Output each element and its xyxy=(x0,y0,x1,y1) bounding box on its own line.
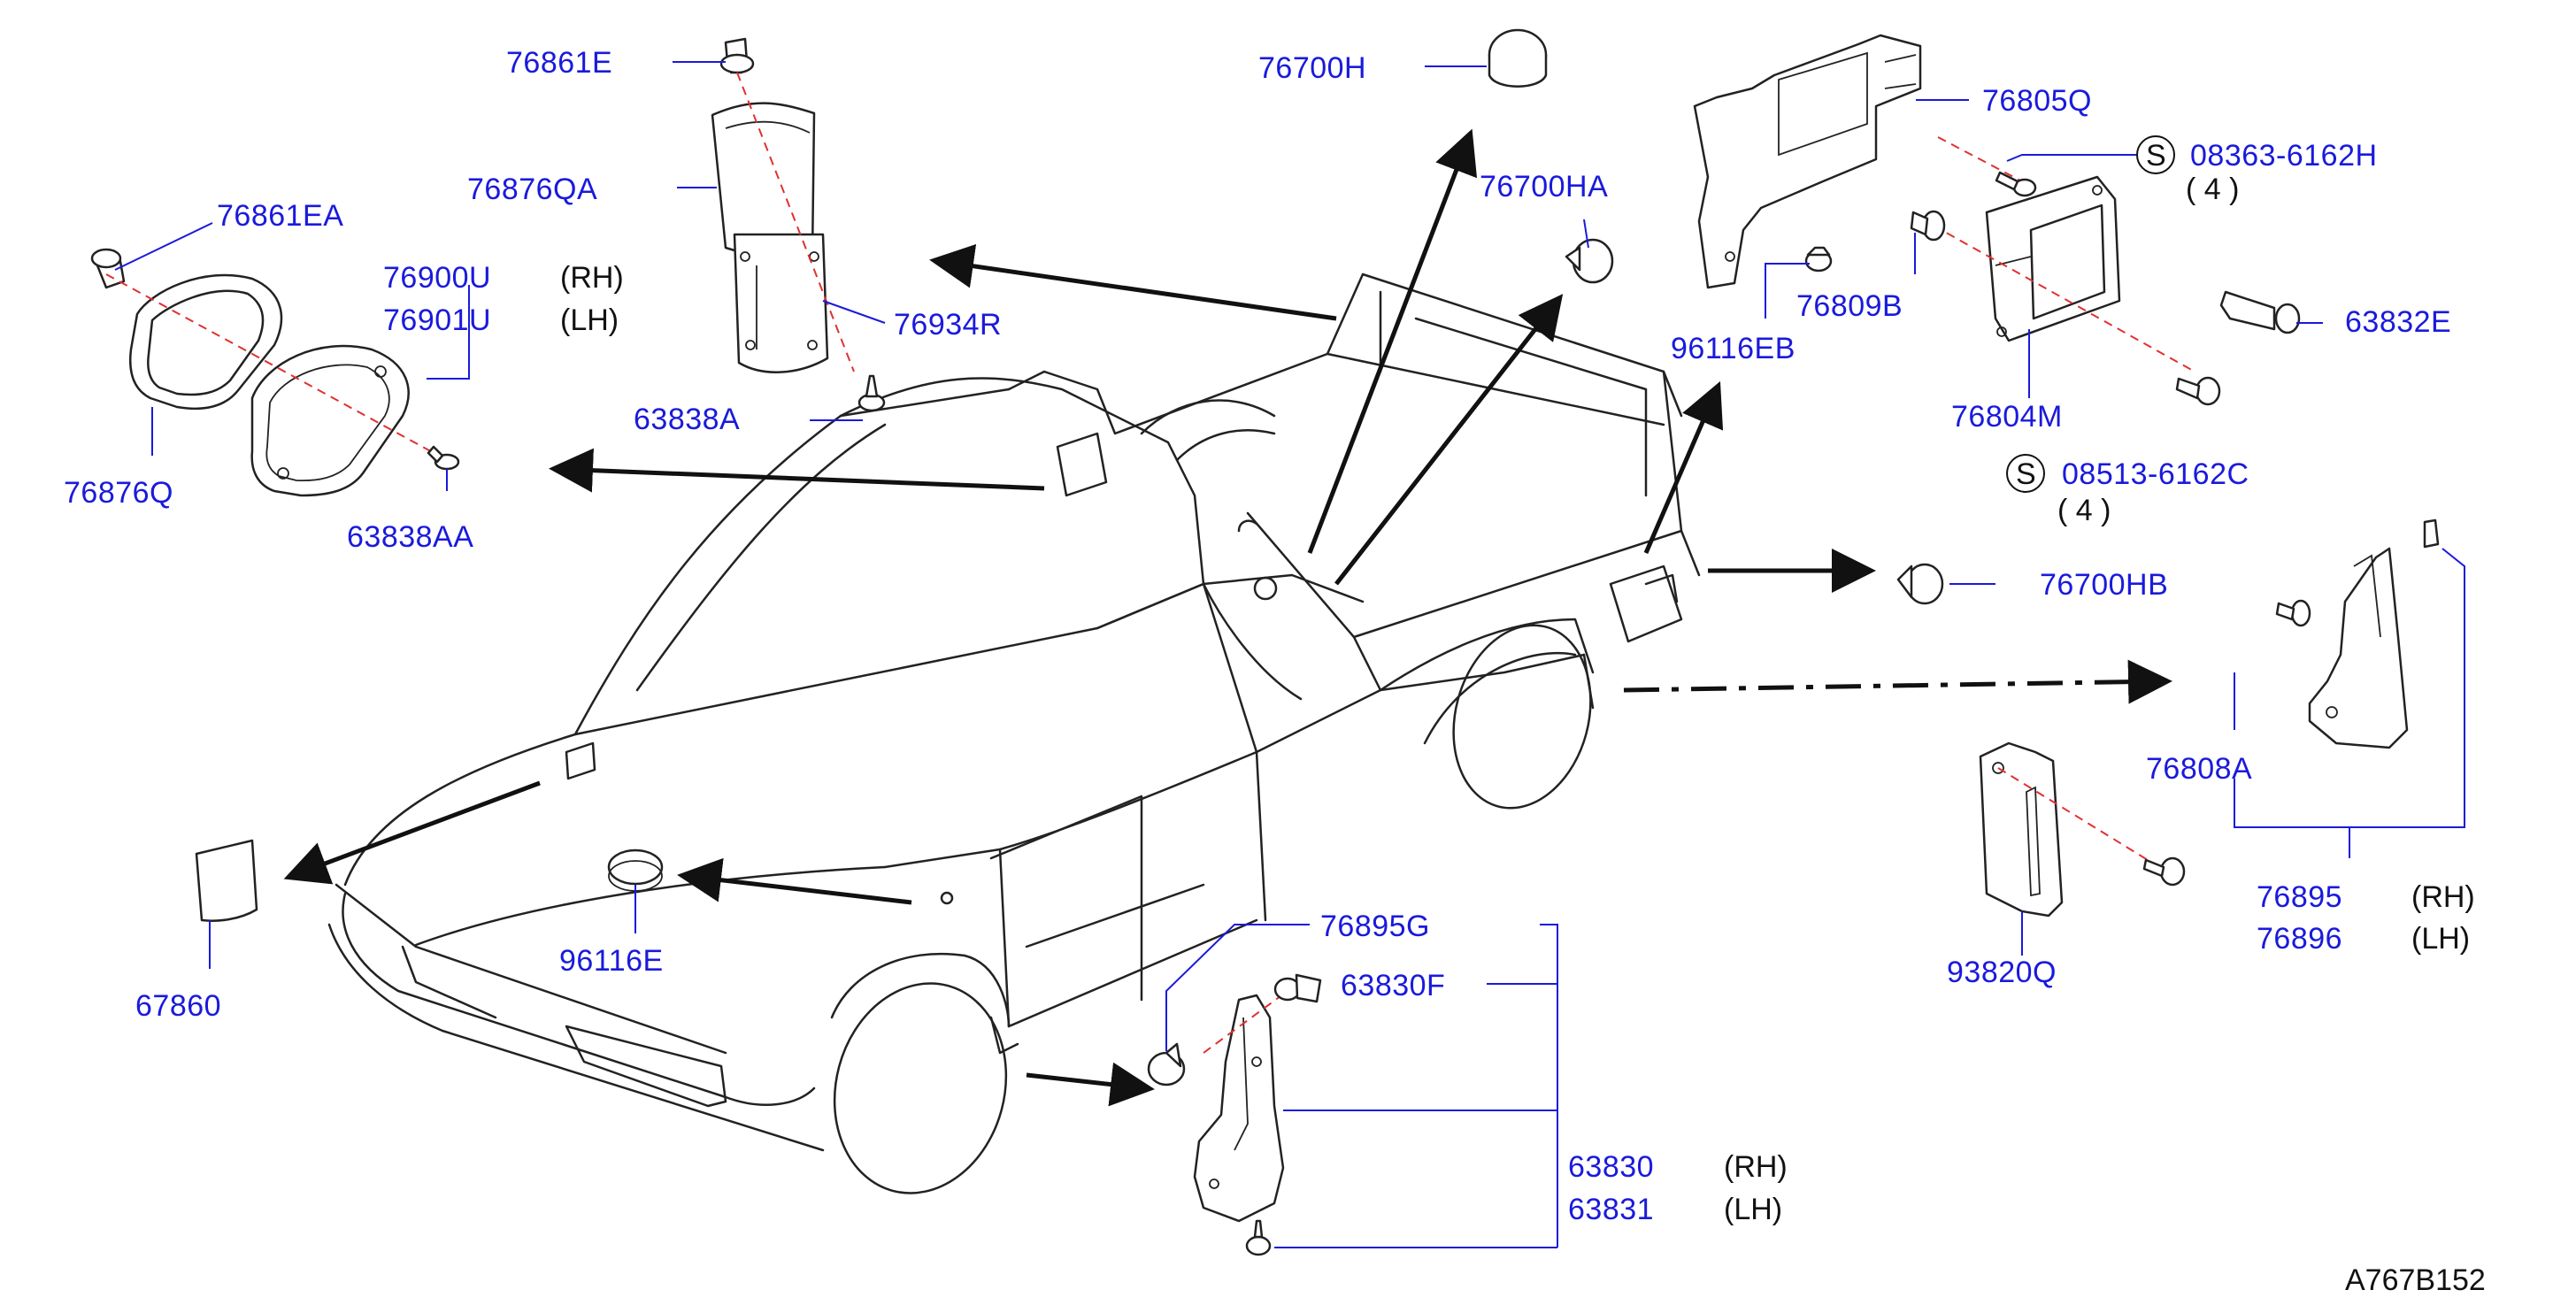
label-63830f: 63830F xyxy=(1341,969,1445,1002)
assembly-line xyxy=(1933,225,2195,372)
assembly-line xyxy=(105,273,448,461)
label-76861ea: 76861EA xyxy=(217,199,343,233)
pillar-trim-76934r xyxy=(733,233,829,373)
label-76861e: 76861E xyxy=(506,46,612,80)
window-frame-76900u xyxy=(250,344,410,497)
plug-76700h xyxy=(1488,28,1548,88)
label-76805q: 76805Q xyxy=(1982,84,2092,118)
label-67860: 67860 xyxy=(135,989,221,1023)
bracket-76805q xyxy=(1693,34,1922,289)
label-lh: (LH) xyxy=(560,303,619,337)
qty-label: ( 4 ) xyxy=(2057,494,2111,527)
label-96116eb: 96116EB xyxy=(1671,332,1796,365)
label-76900u: 76900U xyxy=(383,261,491,295)
label-96116e: 96116E xyxy=(559,944,664,978)
leader-lines xyxy=(114,61,2465,1248)
clip-63830f xyxy=(1273,973,1322,1003)
screw-93820q xyxy=(2142,856,2186,887)
s-symbol-icon xyxy=(2006,454,2045,493)
clip-76809b xyxy=(1804,246,1833,273)
clip-grommet xyxy=(1910,210,1946,242)
assembly-line xyxy=(736,72,855,372)
s-symbol-icon xyxy=(2136,135,2175,174)
label-76804m: 76804M xyxy=(1951,400,2063,434)
assembly-line xyxy=(1937,136,2023,182)
clip-76895g xyxy=(1147,1042,1186,1086)
label-lh: (LH) xyxy=(1724,1193,1782,1226)
label-lh: (LH) xyxy=(2411,922,2470,956)
label-63838aa: 63838AA xyxy=(347,520,473,554)
clip-63832e xyxy=(2219,290,2301,334)
assembly-line xyxy=(1203,990,1288,1054)
label-08513: 08513-6162C xyxy=(2062,457,2249,491)
label-93820q: 93820Q xyxy=(1947,956,2057,989)
s-symbol-label: S xyxy=(2016,457,2036,491)
pad-67860 xyxy=(195,839,258,922)
shield-93820q xyxy=(1979,741,2064,918)
label-76934r: 76934R xyxy=(894,308,1002,342)
label-63831: 63831 xyxy=(1568,1193,1654,1226)
label-63832e: 63832E xyxy=(2345,305,2451,339)
label-76876qa: 76876QA xyxy=(467,173,597,206)
label-76700hb: 76700HB xyxy=(2040,568,2168,602)
label-76876q: 76876Q xyxy=(64,476,173,510)
label-76896: 76896 xyxy=(2257,922,2342,956)
clip-76861e xyxy=(719,37,755,74)
window-seal-76876q xyxy=(129,273,283,411)
mudguard-76808a xyxy=(2308,518,2440,749)
screw-76808a xyxy=(2275,599,2311,627)
duct-76804m xyxy=(1985,175,2121,342)
label-rh: (RH) xyxy=(560,261,624,295)
callout-08363: S 08363-6162H ( 4 ) xyxy=(2136,135,2378,206)
s-symbol-label: S xyxy=(2146,139,2166,173)
label-76700h: 76700H xyxy=(1258,51,1366,85)
assembly-line xyxy=(1997,767,2160,868)
label-76700ha: 76700HA xyxy=(1480,170,1608,203)
label-76808a: 76808A xyxy=(2146,752,2252,786)
clip-76700ha xyxy=(1565,238,1614,284)
label-08363: 08363-6162H xyxy=(2190,139,2378,173)
label-76895g: 76895G xyxy=(1320,910,1430,943)
callout-08513: S 08513-6162C ( 4 ) xyxy=(2006,454,2249,527)
screw-63830 xyxy=(1245,1219,1272,1256)
screw-63838aa xyxy=(427,445,460,471)
label-76895: 76895 xyxy=(2257,880,2342,914)
screw-63838a xyxy=(857,374,886,412)
mudguard-63830 xyxy=(1193,994,1285,1223)
clip-76861ea xyxy=(90,248,126,289)
label-76809b: 76809B xyxy=(1796,289,1903,323)
label-76901u: 76901U xyxy=(383,303,491,337)
label-63830: 63830 xyxy=(1568,1150,1654,1184)
pointer-arrows xyxy=(283,128,2172,1107)
diagram-id: A767B152 xyxy=(2345,1263,2486,1297)
label-rh: (RH) xyxy=(2411,880,2475,914)
vehicle-outline xyxy=(327,273,1701,1194)
label-63838a: 63838A xyxy=(634,403,740,436)
screw-08363 xyxy=(1995,171,2037,197)
screw-08513 xyxy=(2175,376,2221,406)
clip-76700hb xyxy=(1896,563,1944,605)
qty-label: ( 4 ) xyxy=(2186,173,2239,206)
label-rh: (RH) xyxy=(1724,1150,1788,1184)
